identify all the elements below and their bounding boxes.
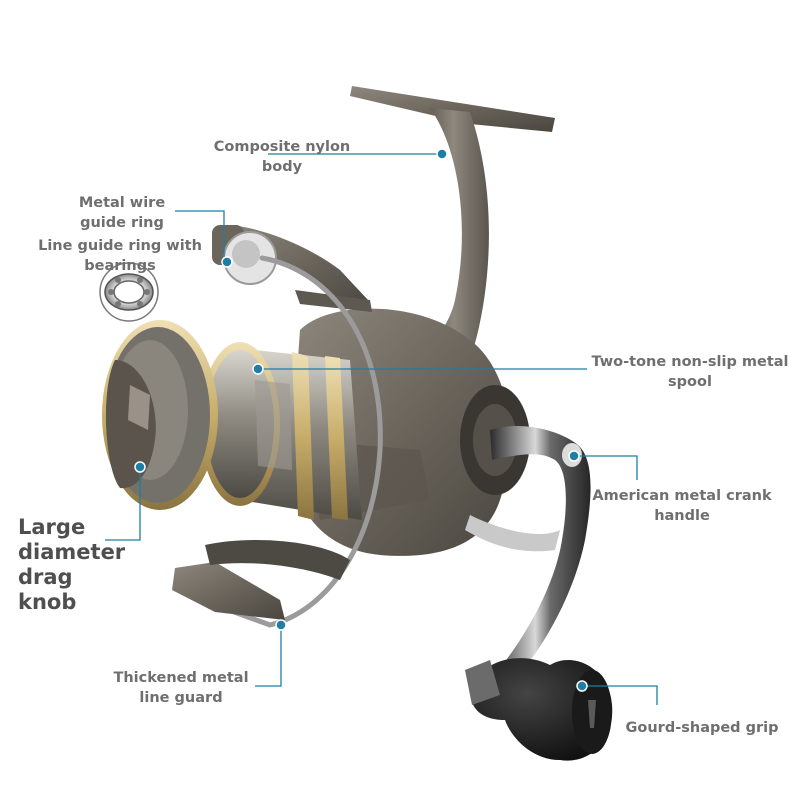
callout-line-metal-wire-guide: [175, 210, 225, 262]
label-metal-wire-guide: Metal wire guide ring: [70, 193, 174, 233]
label-line: bearings: [84, 258, 156, 274]
callout-line-grip: [582, 685, 658, 705]
label-line: line guard: [139, 690, 223, 706]
callout-dot-line-guard: [275, 619, 287, 631]
label-line: American metal crank: [592, 488, 772, 504]
callout-dot-metal-wire-guide: [221, 256, 233, 268]
label-line: Two-tone non-slip metal: [591, 354, 789, 370]
label-two-tone-spool: Two-tone non-slip metal spool: [588, 352, 792, 392]
label-line: drag: [18, 565, 73, 589]
label-line: knob: [18, 590, 77, 614]
label-line: Line guide ring with: [38, 238, 202, 254]
callout-line-drag-knob: [105, 467, 141, 541]
callout-dot-two-tone-spool: [252, 363, 264, 375]
label-grip: Gourd-shaped grip: [624, 718, 780, 738]
drag-knob: [102, 320, 218, 510]
label-line: handle: [654, 508, 710, 524]
label-line: guide ring: [80, 215, 164, 231]
label-composite-body: Composite nylon body: [212, 137, 352, 177]
callout-line-line-guard: [255, 625, 282, 687]
label-line: Gourd-shaped grip: [625, 720, 779, 736]
callouts: [105, 153, 658, 705]
label-line: Large: [18, 515, 86, 539]
lower-bail-arm: [172, 540, 350, 620]
label-crank-handle: American metal crank handle: [592, 486, 772, 526]
label-line: Metal wire: [78, 195, 166, 211]
bail-wire: [212, 255, 383, 628]
reel-foot: [350, 86, 555, 360]
gourd-grip: [465, 658, 613, 761]
label-line: Composite nylon: [213, 139, 351, 155]
callout-dots: [134, 148, 588, 692]
label-line: Thickened metal: [113, 670, 249, 686]
callout-dot-drag-knob: [134, 461, 146, 473]
callout-line-crank-handle: [574, 455, 638, 480]
callout-dot-grip: [576, 680, 588, 692]
label-line-guard: Thickened metal line guard: [108, 668, 254, 708]
line-roller: [212, 225, 277, 285]
spool: [200, 342, 362, 520]
ball-bearing-icon: [99, 262, 159, 322]
label-line: spool: [668, 374, 712, 390]
label-drag-knob: Large diameter drag knob: [18, 515, 128, 615]
label-line: body: [261, 159, 303, 175]
label-line: diameter: [18, 540, 126, 564]
callout-dot-composite-body: [436, 148, 448, 160]
label-line-guide-bearings: Line guide ring with bearings: [38, 236, 202, 276]
callout-dot-crank-handle: [568, 450, 580, 462]
